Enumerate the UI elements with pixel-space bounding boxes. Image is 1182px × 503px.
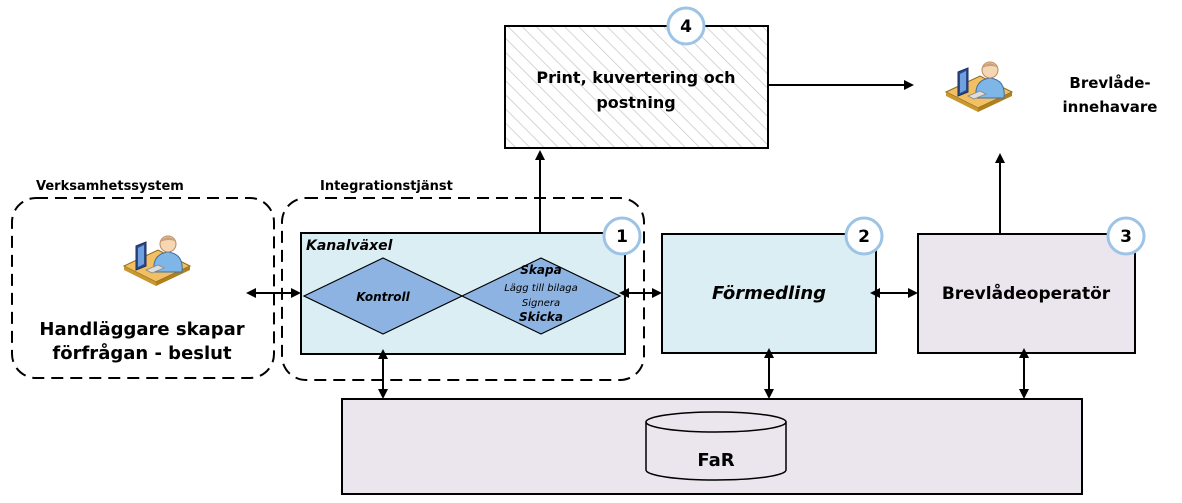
badge-2-label: 2 — [858, 227, 870, 247]
skicka-label: Skicka — [519, 310, 563, 324]
formedling-box — [661, 233, 877, 354]
far-database-icon — [645, 411, 787, 481]
caseworker-label-line1: Handläggare skapar — [39, 319, 244, 340]
signera-label: Signera — [522, 298, 560, 309]
caseworker-person-icon — [123, 235, 191, 287]
recipient-label-line2: innehavare — [1063, 98, 1158, 116]
print-box-label-line2: postning — [596, 93, 675, 112]
print-box — [504, 25, 769, 149]
kontroll-label: Kontroll — [356, 290, 410, 304]
caseworker-label-line2: förfrågan - beslut — [52, 342, 232, 364]
brevladeoperator-box — [917, 233, 1136, 354]
print-box-label-line1: Print, kuvertering och — [536, 68, 735, 87]
badge-1-label: 1 — [616, 227, 628, 247]
recipient-person-icon — [945, 61, 1013, 113]
brevladeoperator-label: Brevlådeoperatör — [942, 282, 1111, 304]
badge-1 — [602, 216, 642, 256]
badge-3-label: 3 — [1120, 227, 1132, 247]
formedling-label: Förmedling — [712, 283, 826, 304]
badge-4-label: 4 — [680, 17, 692, 37]
group-label-integrationstjanst: Integrationstjänst — [320, 179, 453, 194]
badge-2 — [844, 216, 884, 256]
lagg-till-bilaga-label: Lägg till bilaga — [504, 283, 578, 294]
kanalvaxel-title: Kanalväxel — [306, 238, 393, 254]
skapa-label: Skapa — [520, 263, 561, 277]
group-label-verksamhetssystem: Verksamhetssystem — [36, 179, 184, 194]
verksamhetssystem-group — [11, 197, 275, 379]
badge-4 — [666, 6, 706, 46]
recipient-label-line1: Brevlåde- — [1069, 74, 1150, 92]
badge-3 — [1106, 216, 1146, 256]
far-label: FaR — [697, 450, 734, 471]
